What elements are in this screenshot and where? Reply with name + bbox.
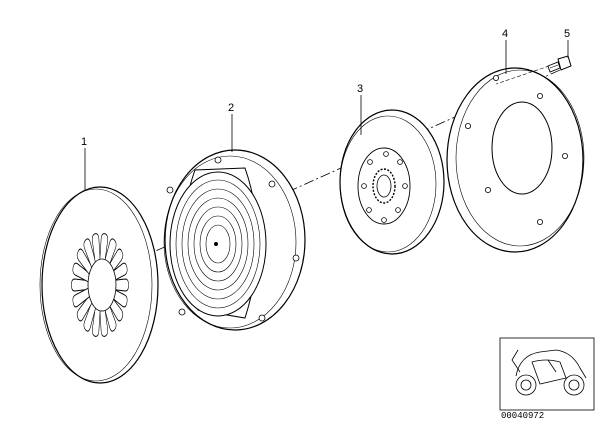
diaphragm-spring[interactable] (39, 186, 159, 384)
thumbnail-box: 00040972 (499, 337, 595, 421)
label-part-1: 1 (81, 136, 87, 148)
bolt[interactable] (495, 55, 572, 85)
motorcycle-icon (511, 349, 587, 396)
pressure-plate[interactable] (163, 149, 306, 331)
label-part-5: 5 (564, 28, 570, 40)
thumbnail-code: 00040972 (501, 411, 544, 421)
flywheel-ring[interactable] (446, 67, 585, 253)
label-part-3: 3 (357, 83, 363, 95)
label-part-2: 2 (228, 102, 234, 114)
label-part-4: 4 (502, 28, 508, 40)
clutch-disc[interactable] (339, 109, 445, 255)
callout-lines (84, 40, 569, 190)
